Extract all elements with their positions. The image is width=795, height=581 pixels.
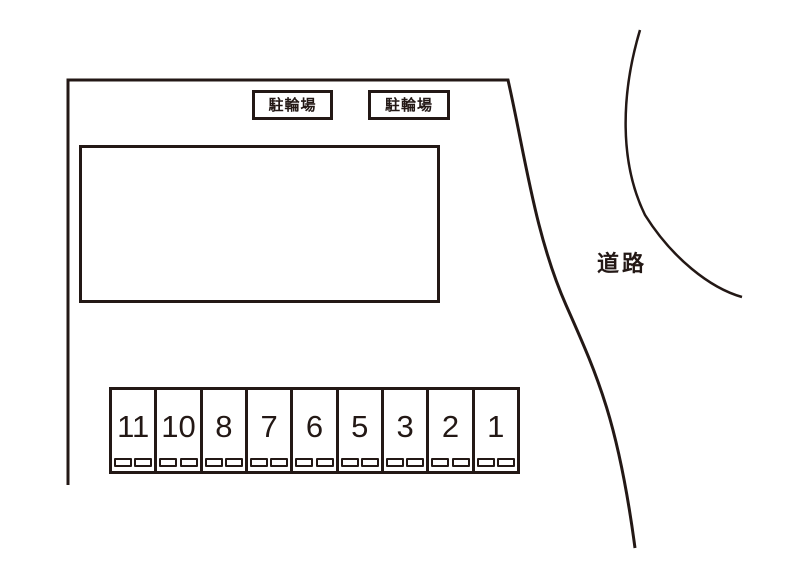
wheel-stop-mark bbox=[295, 458, 314, 467]
wheel-stop-mark bbox=[496, 458, 515, 467]
wheel-stop-mark bbox=[114, 458, 132, 467]
wheel-stops bbox=[293, 458, 335, 471]
parking-space-11: 11 bbox=[112, 390, 158, 471]
parking-space-number: 2 bbox=[441, 408, 460, 444]
wheel-stop-mark bbox=[340, 458, 359, 467]
wheel-stop-mark bbox=[315, 458, 334, 467]
parking-space-8: 8 bbox=[203, 390, 248, 471]
parking-space-2: 2 bbox=[429, 390, 475, 471]
wheel-stops bbox=[384, 458, 426, 471]
wheel-stop-mark bbox=[224, 458, 243, 467]
wheel-stop-mark bbox=[476, 458, 495, 467]
bicycle-parking-sign-left: 駐輪場 bbox=[252, 90, 333, 120]
wheel-stop-mark bbox=[406, 458, 425, 467]
parking-space-number: 1 bbox=[487, 408, 505, 444]
wheel-stops bbox=[475, 458, 517, 471]
parking-space-7: 7 bbox=[248, 390, 294, 471]
wheel-stops bbox=[339, 458, 381, 471]
parking-space-3: 3 bbox=[384, 390, 430, 471]
wheel-stop-mark bbox=[204, 458, 223, 467]
wheel-stops bbox=[248, 458, 290, 471]
road-label: 道路 bbox=[597, 251, 648, 276]
parking-space-10: 10 bbox=[157, 390, 203, 471]
wheel-stops bbox=[429, 458, 471, 471]
parking-row: 11 10 8 7 bbox=[109, 387, 520, 474]
bicycle-parking-label-left: 駐輪場 bbox=[268, 96, 317, 114]
parking-space-number: 7 bbox=[260, 408, 278, 444]
parking-space-number: 3 bbox=[396, 408, 414, 444]
parking-space-number: 10 bbox=[161, 408, 196, 444]
wheel-stops bbox=[112, 458, 154, 471]
wheel-stop-mark bbox=[249, 458, 268, 467]
building-outline bbox=[79, 145, 440, 303]
wheel-stops bbox=[157, 458, 199, 471]
parking-space-1: 1 bbox=[475, 390, 517, 471]
parking-space-number: 11 bbox=[117, 408, 150, 444]
wheel-stop-mark bbox=[134, 458, 153, 467]
parking-space-number: 5 bbox=[351, 408, 369, 444]
parking-space-6: 6 bbox=[293, 390, 339, 471]
wheel-stop-mark bbox=[360, 458, 379, 467]
site-boundary-line bbox=[66, 78, 637, 549]
parking-space-number: 6 bbox=[305, 408, 324, 444]
wheel-stop-mark bbox=[159, 458, 178, 467]
wheel-stop-mark bbox=[431, 458, 450, 467]
parking-space-5: 5 bbox=[339, 390, 384, 471]
parking-space-number: 8 bbox=[215, 408, 233, 444]
wheel-stop-mark bbox=[270, 458, 289, 467]
wheel-stop-mark bbox=[385, 458, 404, 467]
wheel-stop-mark bbox=[451, 458, 470, 467]
road-curve bbox=[624, 29, 743, 299]
wheel-stop-mark bbox=[179, 458, 198, 467]
bicycle-parking-label-right: 駐輪場 bbox=[384, 96, 433, 114]
wheel-stops bbox=[203, 458, 245, 471]
bicycle-parking-sign-right: 駐輪場 bbox=[368, 90, 450, 120]
